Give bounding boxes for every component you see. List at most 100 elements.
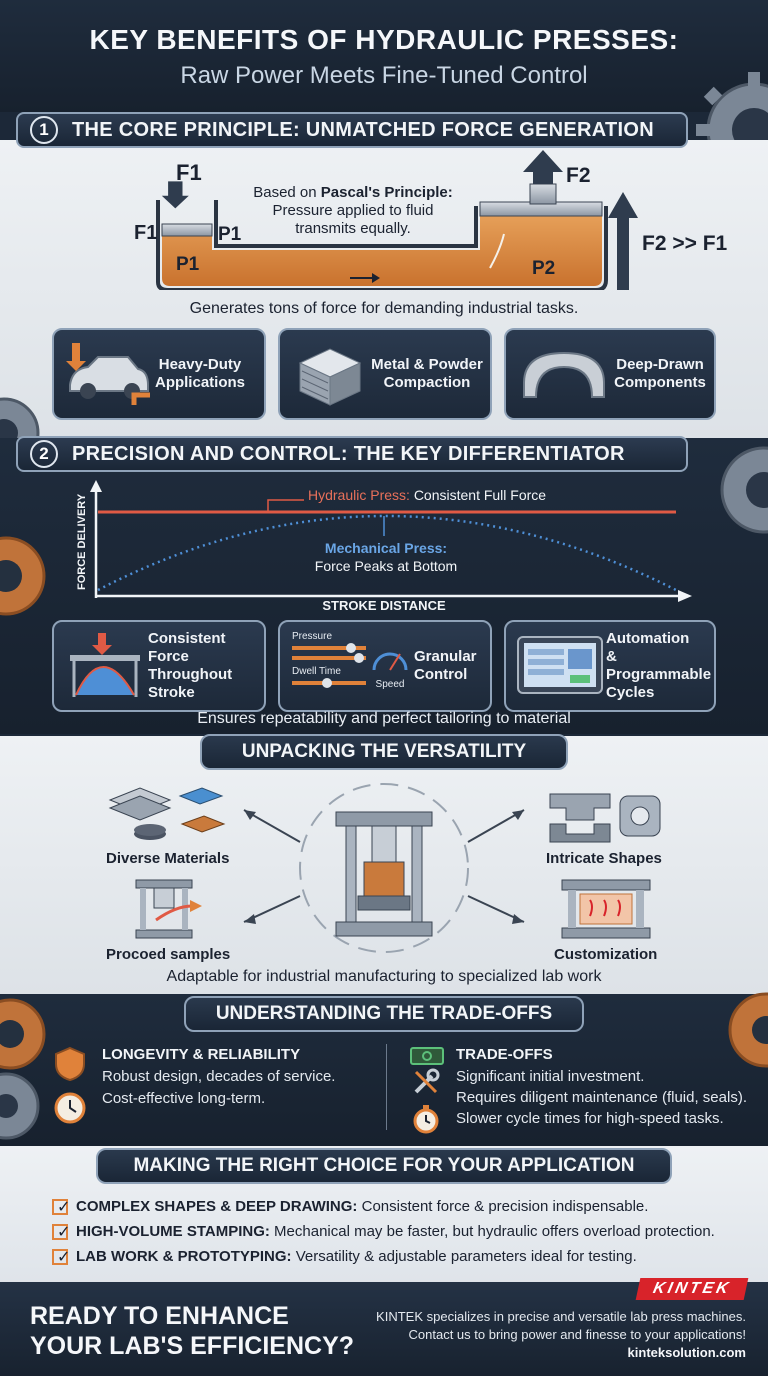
f2-label: F2 bbox=[566, 164, 591, 187]
choice-item: ✓ COMPLEX SHAPES & DEEP DRAWING: Consist… bbox=[52, 1194, 762, 1219]
intricate-shapes-icon bbox=[549, 793, 661, 843]
chart-ylabel: FORCE DELIVERY bbox=[76, 493, 88, 590]
choice-item: ✓ HIGH-VOLUME STAMPING: Mechanical may b… bbox=[52, 1219, 762, 1244]
card-deep-drawn: Deep-Drawn Components bbox=[504, 328, 716, 420]
card-compaction: Metal & Powder Compaction bbox=[278, 328, 492, 420]
section2-caption: Ensures repeatability and perfect tailor… bbox=[197, 710, 571, 727]
stopwatch-icon bbox=[413, 1105, 439, 1134]
customization-label: Customization bbox=[554, 946, 658, 963]
gauge-icon bbox=[372, 652, 408, 671]
p2-fluid-label: P2 bbox=[532, 258, 556, 279]
speed-label: Speed bbox=[375, 679, 405, 690]
choice-item: ✓ LAB WORK & PROTOTYPING: Versatility & … bbox=[52, 1244, 762, 1269]
section3-banner: UNPACKING THE VERSATILITY bbox=[200, 734, 568, 770]
cta-line-1: READY TO ENHANCE bbox=[30, 1302, 289, 1330]
longevity-heading: LONGEVITY & RELIABILITY bbox=[102, 1046, 301, 1063]
footer-line-2: Contact us to bring power and finesse to… bbox=[408, 1327, 746, 1342]
diverse-materials-label: Diverse Materials bbox=[106, 850, 230, 867]
force-chart bbox=[90, 480, 692, 602]
control-sliders: Pressure Dwell Time bbox=[292, 631, 366, 701]
section4-title: UNDERSTANDING THE TRADE-OFFS bbox=[215, 1003, 553, 1024]
choice-item-bold: COMPLEX SHAPES & DEEP DRAWING: bbox=[76, 1198, 358, 1215]
pascal-bold: Pascal's Principle: bbox=[320, 184, 453, 201]
card-compaction-label: Metal & Powder Compaction bbox=[371, 356, 483, 391]
shield-icon bbox=[55, 1046, 85, 1082]
section1-title: THE CORE PRINCIPLE: UNMATCHED FORCE GENE… bbox=[72, 118, 654, 141]
card-consistent-force-label: Consistent Force Throughout Stroke bbox=[148, 630, 233, 701]
longevity-item-2: Cost-effective long-term. bbox=[102, 1090, 266, 1107]
choice-item-bold: LAB WORK & PROTOTYPING: bbox=[76, 1248, 292, 1265]
page-subtitle: Raw Power Meets Fine-Tuned Control bbox=[180, 62, 588, 89]
tradeoffs-heading: TRADE-OFFS bbox=[456, 1046, 553, 1063]
intricate-shapes-label: Intricate Shapes bbox=[546, 850, 662, 867]
force-curve-icon bbox=[70, 633, 140, 697]
materials-icon bbox=[108, 787, 226, 840]
card-automation: Automation & Programmable Cycles bbox=[504, 620, 716, 712]
customization-icon bbox=[561, 879, 651, 939]
tradeoffs-item-2: Requires diligent maintenance (fluid, se… bbox=[456, 1089, 747, 1106]
hydraulic-leader bbox=[267, 499, 304, 512]
hydraulic-label: Hydraulic Press: Consistent Full Force bbox=[308, 487, 546, 503]
monitor-icon bbox=[517, 636, 603, 694]
card-granular-control-label: Granular Control bbox=[414, 648, 477, 683]
checkbox-icon: ✓ bbox=[52, 1198, 70, 1216]
website-link[interactable]: kinteksolution.com bbox=[627, 1345, 746, 1360]
checkbox-icon: ✓ bbox=[52, 1248, 70, 1266]
car-icon bbox=[66, 343, 150, 405]
kintek-logo[interactable]: KINTEK bbox=[635, 1278, 749, 1300]
pascal-body: Pressure applied to fluid transmits equa… bbox=[272, 202, 434, 237]
sample-press-icon bbox=[135, 879, 202, 939]
gear-icon bbox=[720, 446, 768, 534]
tradeoffs-item-3: Slower cycle times for high-speed tasks. bbox=[456, 1110, 724, 1127]
metal-block-icon bbox=[298, 348, 362, 406]
section4-banner: UNDERSTANDING THE TRADE-OFFS bbox=[184, 996, 584, 1032]
pascal-text: Based on Pascal's Principle: Pressure ap… bbox=[244, 184, 462, 238]
section3-caption: Adaptable for industrial manufacturing t… bbox=[166, 968, 602, 985]
section5-title: MAKING THE RIGHT CHOICE FOR YOUR APPLICA… bbox=[133, 1155, 635, 1176]
wrench-icon bbox=[414, 1068, 440, 1094]
pressure-label: Pressure bbox=[292, 631, 333, 642]
section2-number: 2 bbox=[30, 440, 58, 468]
mechanical-label: Mechanical Press: Force Peaks at Bottom bbox=[274, 540, 498, 575]
choice-item-text: Versatility & adjustable parameters idea… bbox=[291, 1248, 637, 1265]
f1-side-label: F1 bbox=[134, 222, 158, 244]
p1-side-label: P1 bbox=[218, 224, 242, 245]
p1-fluid-label: P1 bbox=[176, 254, 200, 275]
section2-title: PRECISION AND CONTROL: THE KEY DIFFERENT… bbox=[72, 442, 625, 465]
page-title: KEY BENEFITS OF HYDRAULIC PRESSES: bbox=[89, 24, 679, 55]
section1-banner: 1 THE CORE PRINCIPLE: UNMATCHED FORCE GE… bbox=[16, 112, 688, 148]
f2-gt-f1-label: F2 >> F1 bbox=[642, 232, 728, 255]
gear-icon bbox=[0, 536, 46, 616]
dwell-slider bbox=[292, 678, 366, 688]
mechanical-name: Mechanical Press: bbox=[324, 540, 448, 556]
card-automation-label: Automation & Programmable Cycles bbox=[606, 630, 712, 701]
card-heavy-duty-label: Heavy-Duty Applications bbox=[154, 356, 245, 391]
card-consistent-force: Consistent Force Throughout Stroke bbox=[52, 620, 266, 712]
pascal-diagram bbox=[156, 150, 608, 290]
section5-banner: MAKING THE RIGHT CHOICE FOR YOUR APPLICA… bbox=[96, 1148, 672, 1184]
footer-line-1: KINTEK specializes in precise and versat… bbox=[376, 1309, 746, 1324]
checkbox-icon: ✓ bbox=[52, 1223, 70, 1241]
pascal-lead: Based on bbox=[253, 184, 321, 201]
cta-line-2: YOUR LAB'S EFFICIENCY? bbox=[30, 1332, 355, 1360]
choice-list: ✓ COMPLEX SHAPES & DEEP DRAWING: Consist… bbox=[52, 1194, 762, 1269]
section4-divider bbox=[386, 1044, 387, 1130]
section2-banner: 2 PRECISION AND CONTROL: THE KEY DIFFERE… bbox=[16, 436, 688, 472]
section1-number: 1 bbox=[30, 116, 58, 144]
speed-gauge: Speed bbox=[366, 642, 414, 690]
section1-caption: Generates tons of force for demanding in… bbox=[189, 300, 579, 317]
versatility-diagram bbox=[243, 783, 525, 953]
mechanical-desc: Force Peaks at Bottom bbox=[314, 557, 458, 574]
choice-item-text: Consistent force & precision indispensab… bbox=[357, 1198, 649, 1215]
f1-top-label: F1 bbox=[176, 160, 202, 185]
choice-item-bold: HIGH-VOLUME STAMPING: bbox=[76, 1223, 270, 1240]
card-granular-control: Pressure Dwell Time Speed Granular Contr… bbox=[278, 620, 492, 712]
pressure-slider-2 bbox=[292, 653, 366, 663]
choice-item-text: Mechanical may be faster, but hydraulic … bbox=[269, 1223, 715, 1240]
card-deep-drawn-label: Deep-Drawn Components bbox=[614, 356, 706, 391]
gear-icon bbox=[728, 992, 768, 1068]
footer: READY TO ENHANCE YOUR LAB'S EFFICIENCY? … bbox=[0, 1278, 768, 1376]
tradeoffs-item-1: Significant initial investment. bbox=[456, 1068, 645, 1085]
money-icon bbox=[410, 1047, 444, 1065]
chart-xlabel: STROKE DISTANCE bbox=[322, 598, 446, 613]
